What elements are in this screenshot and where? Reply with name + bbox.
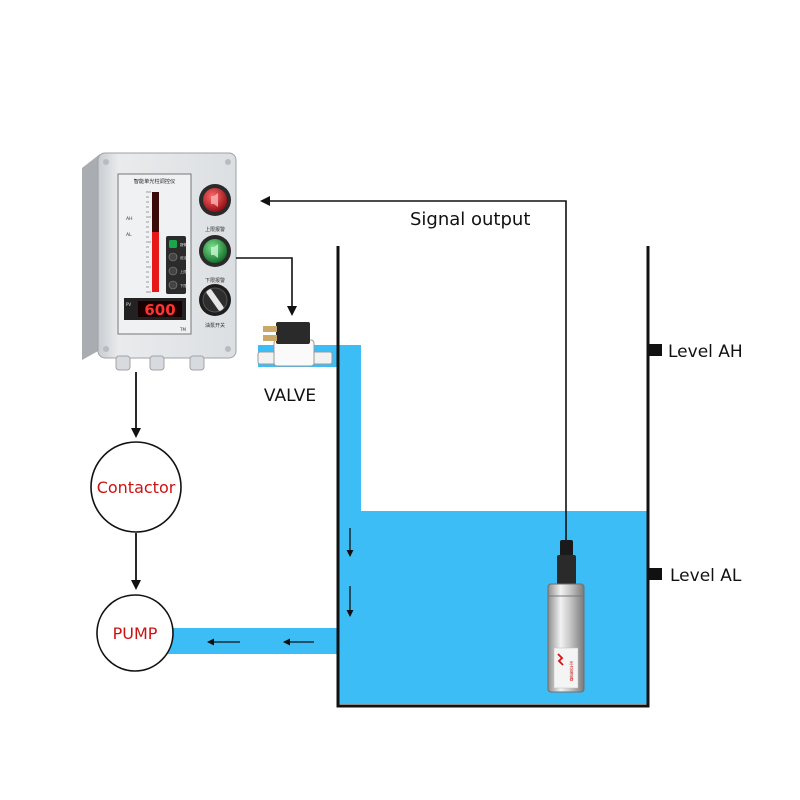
contactor-label: Contactor — [97, 478, 176, 497]
tank — [336, 246, 650, 708]
pump-switch-label: 油泵开关 — [205, 322, 225, 329]
level-al-tick — [648, 568, 662, 580]
scale-label-al: AL — [126, 232, 132, 238]
instrument-title: 智能单光柱调控仪 — [134, 177, 176, 185]
contactor: Contactor — [90, 441, 182, 533]
scale-label-ah: AH — [126, 216, 132, 222]
valve-control-wire — [236, 257, 297, 316]
water-body — [160, 345, 647, 704]
bargraph-fill — [152, 232, 159, 292]
pump-switch-handle[interactable] — [206, 288, 225, 311]
level-controller: 智能单光柱调控仪 AH AL PV 600 TM 报警 设定 上限 下限 上限报… — [82, 152, 237, 371]
valve-pipe-right — [311, 351, 333, 365]
contactor-circle — [90, 441, 182, 533]
alarm-button[interactable] — [169, 240, 177, 248]
solenoid-valve: VALVE — [257, 322, 333, 406]
flow-arrows — [207, 528, 354, 646]
level-ah-tick — [648, 344, 662, 356]
cable-gland-icon — [149, 355, 165, 371]
signal-wire — [260, 196, 567, 545]
sensor-cable-boot — [557, 555, 576, 585]
signal-output-label: Signal output — [410, 209, 530, 230]
screw-icon — [225, 159, 231, 165]
button-label-set: 设定 — [180, 255, 188, 260]
tank-water — [339, 511, 647, 704]
button-strip — [166, 236, 186, 294]
level-al-label: Level AL — [670, 566, 742, 586]
pump-circle — [96, 594, 174, 672]
controller-side — [82, 154, 100, 360]
valve-label: VALVE — [264, 386, 316, 406]
speaker-icon — [211, 244, 218, 258]
signal-output-line: Signal output — [260, 196, 567, 545]
set-button[interactable] — [168, 252, 178, 262]
speaker-icon — [211, 193, 218, 207]
valve-terminal — [263, 335, 277, 341]
valve-coil — [276, 322, 310, 344]
down-button[interactable] — [168, 280, 178, 290]
cable-gland-icon — [115, 355, 131, 371]
level-ah-marker: Level AH — [648, 342, 743, 362]
valve-pipe-left — [257, 351, 277, 365]
upper-alarm-label: 上限报警 — [205, 226, 225, 233]
pump: PUMP — [96, 594, 174, 672]
digital-display — [138, 301, 182, 317]
sensor-logo-mark — [557, 653, 564, 666]
button-label-down: 下限 — [180, 283, 188, 288]
lower-alarm-label: 下限报警 — [205, 277, 225, 284]
cable-gland-icon — [189, 355, 205, 371]
level-al-marker: Level AL — [648, 566, 742, 586]
up-button[interactable] — [168, 266, 178, 276]
level-ah-label: Level AH — [668, 342, 743, 362]
level-sensor: 压力变送器 — [547, 540, 585, 693]
display-value: 600 — [144, 301, 175, 319]
sensor-cable-gland — [560, 540, 573, 556]
valve-terminal — [263, 326, 277, 332]
outlet-pipe — [160, 628, 342, 654]
button-label-up: 上限 — [180, 269, 188, 274]
screw-icon — [103, 159, 109, 165]
screw-icon — [103, 346, 109, 352]
sensor-label-text: 压力变送器 — [570, 661, 575, 682]
unit-label: TM — [179, 327, 186, 332]
inlet-channel-vertical — [339, 345, 361, 515]
bargraph-ticks — [146, 191, 151, 293]
pump-label: PUMP — [113, 624, 158, 643]
screw-icon — [225, 346, 231, 352]
button-label-alarm: 报警 — [180, 242, 188, 247]
pv-label: PV — [126, 302, 131, 307]
